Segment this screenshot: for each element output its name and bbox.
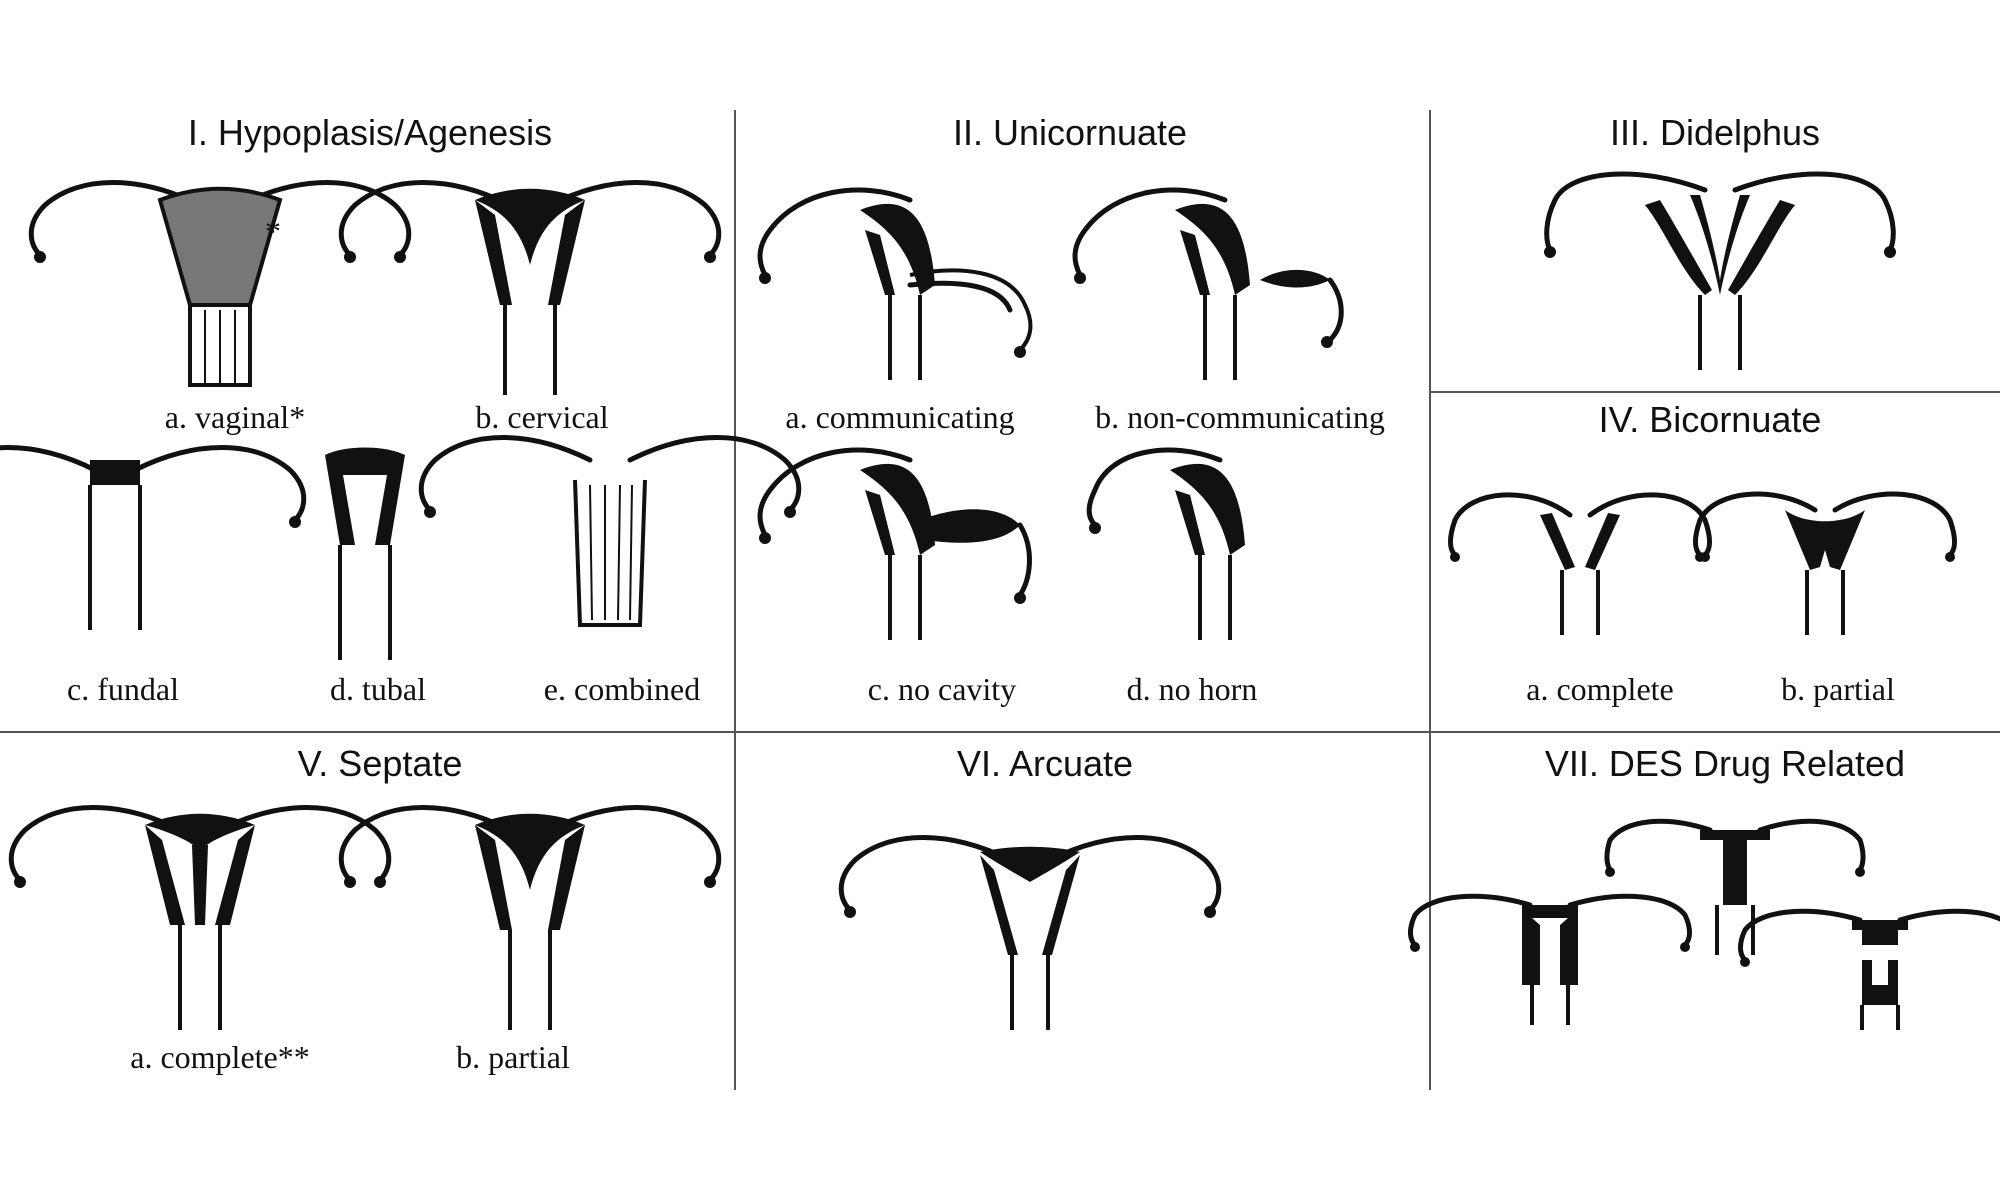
panel-unicornuate: II. Unicornuate a. communicating b. non-… [757,112,1385,707]
diagram-des-1 [1408,893,1692,1025]
panel-title: I. Hypoplasis/Agenesis [188,112,552,153]
panel-didelphus: III. Didelphus [1544,112,1896,370]
label-no-horn: d. no horn [1127,671,1258,707]
diagram-des-3 [1738,908,2000,1030]
diagram-non-communicating [1072,187,1344,380]
panel-title: VI. Arcuate [957,743,1133,784]
label-combined: e. combined [544,671,700,707]
diagram-no-cavity [757,447,1032,640]
label-septate-partial: b. partial [456,1039,570,1075]
diagram-bicornuate-partial [1693,491,1957,635]
panel-hypoplasia-agenesis: I. Hypoplasis/Agenesis * a. vaginal* b. … [0,112,799,707]
label-bicornuate-partial: b. partial [1781,671,1895,707]
diagram-no-horn [1086,447,1245,640]
label-fundal: c. fundal [67,671,179,707]
label-tubal: d. tubal [330,671,426,707]
panel-title: II. Unicornuate [953,112,1187,153]
diagram-bicornuate-complete [1448,492,1712,635]
panel-arcuate: VI. Arcuate [841,743,1219,1030]
label-non-communicating: b. non-communicating [1095,399,1385,435]
panel-title: V. Septate [298,743,463,784]
panel-title: VII. DES Drug Related [1545,743,1905,784]
diagram-vaginal: * [31,183,409,387]
diagram-septate-partial [341,808,719,1030]
panel-title: III. Didelphus [1610,112,1820,153]
diagram-arcuate [841,838,1219,1030]
panel-grid [0,110,2000,1090]
diagram-des-2 [1604,818,1866,955]
panel-des-drug-related: VII. DES Drug Related [1408,743,2000,1030]
diagram-didelphus [1544,171,1896,370]
diagram-combined [421,438,799,627]
label-no-cavity: c. no cavity [868,671,1016,707]
panel-bicornuate: IV. Bicornuate a. complete b. partial [1448,399,1957,707]
label-communicating: a. communicating [785,399,1014,435]
panel-title: IV. Bicornuate [1599,399,1822,440]
label-bicornuate-complete: a. complete [1526,671,1673,707]
panel-septate: V. Septate a. complete** b. partial [11,743,719,1075]
label-cervical: b. cervical [475,399,608,435]
svg-text:*: * [265,213,281,249]
diagram-septate-complete [11,808,389,1030]
label-vaginal: a. vaginal* [165,399,305,435]
diagram-cervical [341,183,719,395]
diagram-fundal [0,448,304,630]
diagram-communicating [757,187,1033,380]
label-septate-complete: a. complete** [130,1039,309,1075]
diagram-tubal [325,447,405,660]
